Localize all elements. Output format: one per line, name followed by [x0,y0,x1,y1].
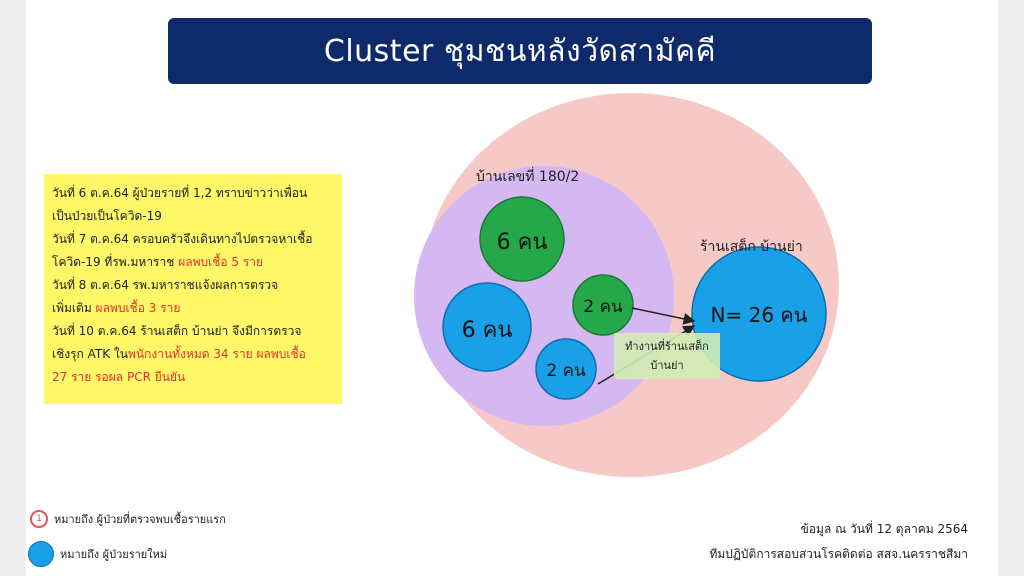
legend-first-case: 1 หมายถึง ผู้ป่วยที่ตรวจพบเชื้อรายแรก [30,510,226,528]
timeline-line: วันที่ 6 ต.ค.64 ผู้ป่วยรายที่ 1,2 ทราบข่… [52,182,336,205]
timeline-text: วันที่ 6 ต.ค.64 ผู้ป่วยรายที่ 1,2 ทราบข่… [52,186,308,200]
shop-count: N= 26 คน [710,303,808,327]
green-small-count: 2 คน [583,297,623,317]
timeline-text: วันที่ 7 ต.ค.64 ครอบครัวจึงเดินทางไปตรวจ… [52,232,313,246]
work-note-box: ทำงานที่ร้านเสต็ก บ้านย่า [614,333,720,379]
timeline-text: เชิงรุก ATK ใน [52,347,128,361]
arrow-green-to-shop [631,307,696,325]
green-big-circle [479,196,565,282]
timeline-text: เพิ่มเติม [52,301,96,315]
work-note-line1: ทำงานที่ร้านเสต็ก [625,340,709,353]
timeline-text: เป็นป่วยเป็นโควิด-19 [52,209,162,223]
legend-first-label: หมายถึง ผู้ป่วยที่ตรวจพบเชื้อรายแรก [54,513,226,526]
house-label: บ้านเลขที่ 180/2 [476,169,580,185]
blue-small-circle [535,338,597,400]
timeline-text: วันที่ 10 ต.ค.64 ร้านเสต็ก บ้านย่า จึงมี… [52,324,302,338]
timeline-line: เป็นป่วยเป็นโควิด-19 [52,205,336,228]
timeline-line: วันที่ 8 ต.ค.64 รพ.มหาราชแจ้งผลการตรวจ [52,274,336,297]
new-case-dot-icon [28,541,54,567]
page-title: Cluster ชุมชนหลังวัดสามัคคี [323,33,717,69]
timeline-note: วันที่ 6 ต.ค.64 ผู้ป่วยรายที่ 1,2 ทราบข่… [44,174,342,404]
shop-label: ร้านเสต็ก บ้านย่า [700,239,803,255]
timeline-text: วันที่ 8 ต.ค.64 รพ.มหาราชแจ้งผลการตรวจ [52,278,279,292]
timeline-text: โควิด-19 ที่รพ.มหาราช [52,255,179,269]
first-case-ring-icon: 1 [30,510,48,528]
timeline-highlight: พนักงานทั้งหมด 34 ราย ผลพบเชื้อ [127,347,306,361]
timeline-line: เพิ่มเติม ผลพบเชื้อ 3 ราย [52,297,336,320]
timeline-line: วันที่ 10 ต.ค.64 ร้านเสต็ก บ้านย่า จึงมี… [52,320,336,343]
source-date: ข้อมูล ณ วันที่ 12 ตุลาคม 2564 [800,522,968,536]
legend-new-label: หมายถึง ผู้ป่วยรายใหม่ [60,548,168,561]
timeline-line: วันที่ 7 ต.ค.64 ครอบครัวจึงเดินทางไปตรวจ… [52,228,336,251]
timeline-line: 27 ราย รอผล PCR ยืนยัน [52,366,336,389]
timeline-line: เชิงรุก ATK ในพนักงานทั้งหมด 34 ราย ผลพบ… [52,343,336,366]
blue-big-circle [442,282,532,372]
legend-new-case: หมายถึง ผู้ป่วยรายใหม่ [28,541,167,567]
timeline-highlight: ผลพบเชื้อ 5 ราย [178,255,264,269]
timeline-highlight: ผลพบเชื้อ 3 ราย [95,301,181,315]
work-note-line2: บ้านย่า [650,359,684,372]
green-big-count: 6 คน [496,230,548,255]
source-team: ทีมปฏิบัติการสอบสวนโรคติดต่อ สสจ.นครราชส… [709,547,968,561]
blue-big-count: 6 คน [461,318,513,343]
timeline-highlight: 27 ราย รอผล PCR ยืนยัน [52,370,186,384]
green-small-circle [572,274,634,336]
title-banner: Cluster ชุมชนหลังวัดสามัคคี [168,18,872,84]
timeline-line: โควิด-19 ที่รพ.มหาราช ผลพบเชื้อ 5 ราย [52,251,336,274]
blue-small-count: 2 คน [546,361,586,381]
